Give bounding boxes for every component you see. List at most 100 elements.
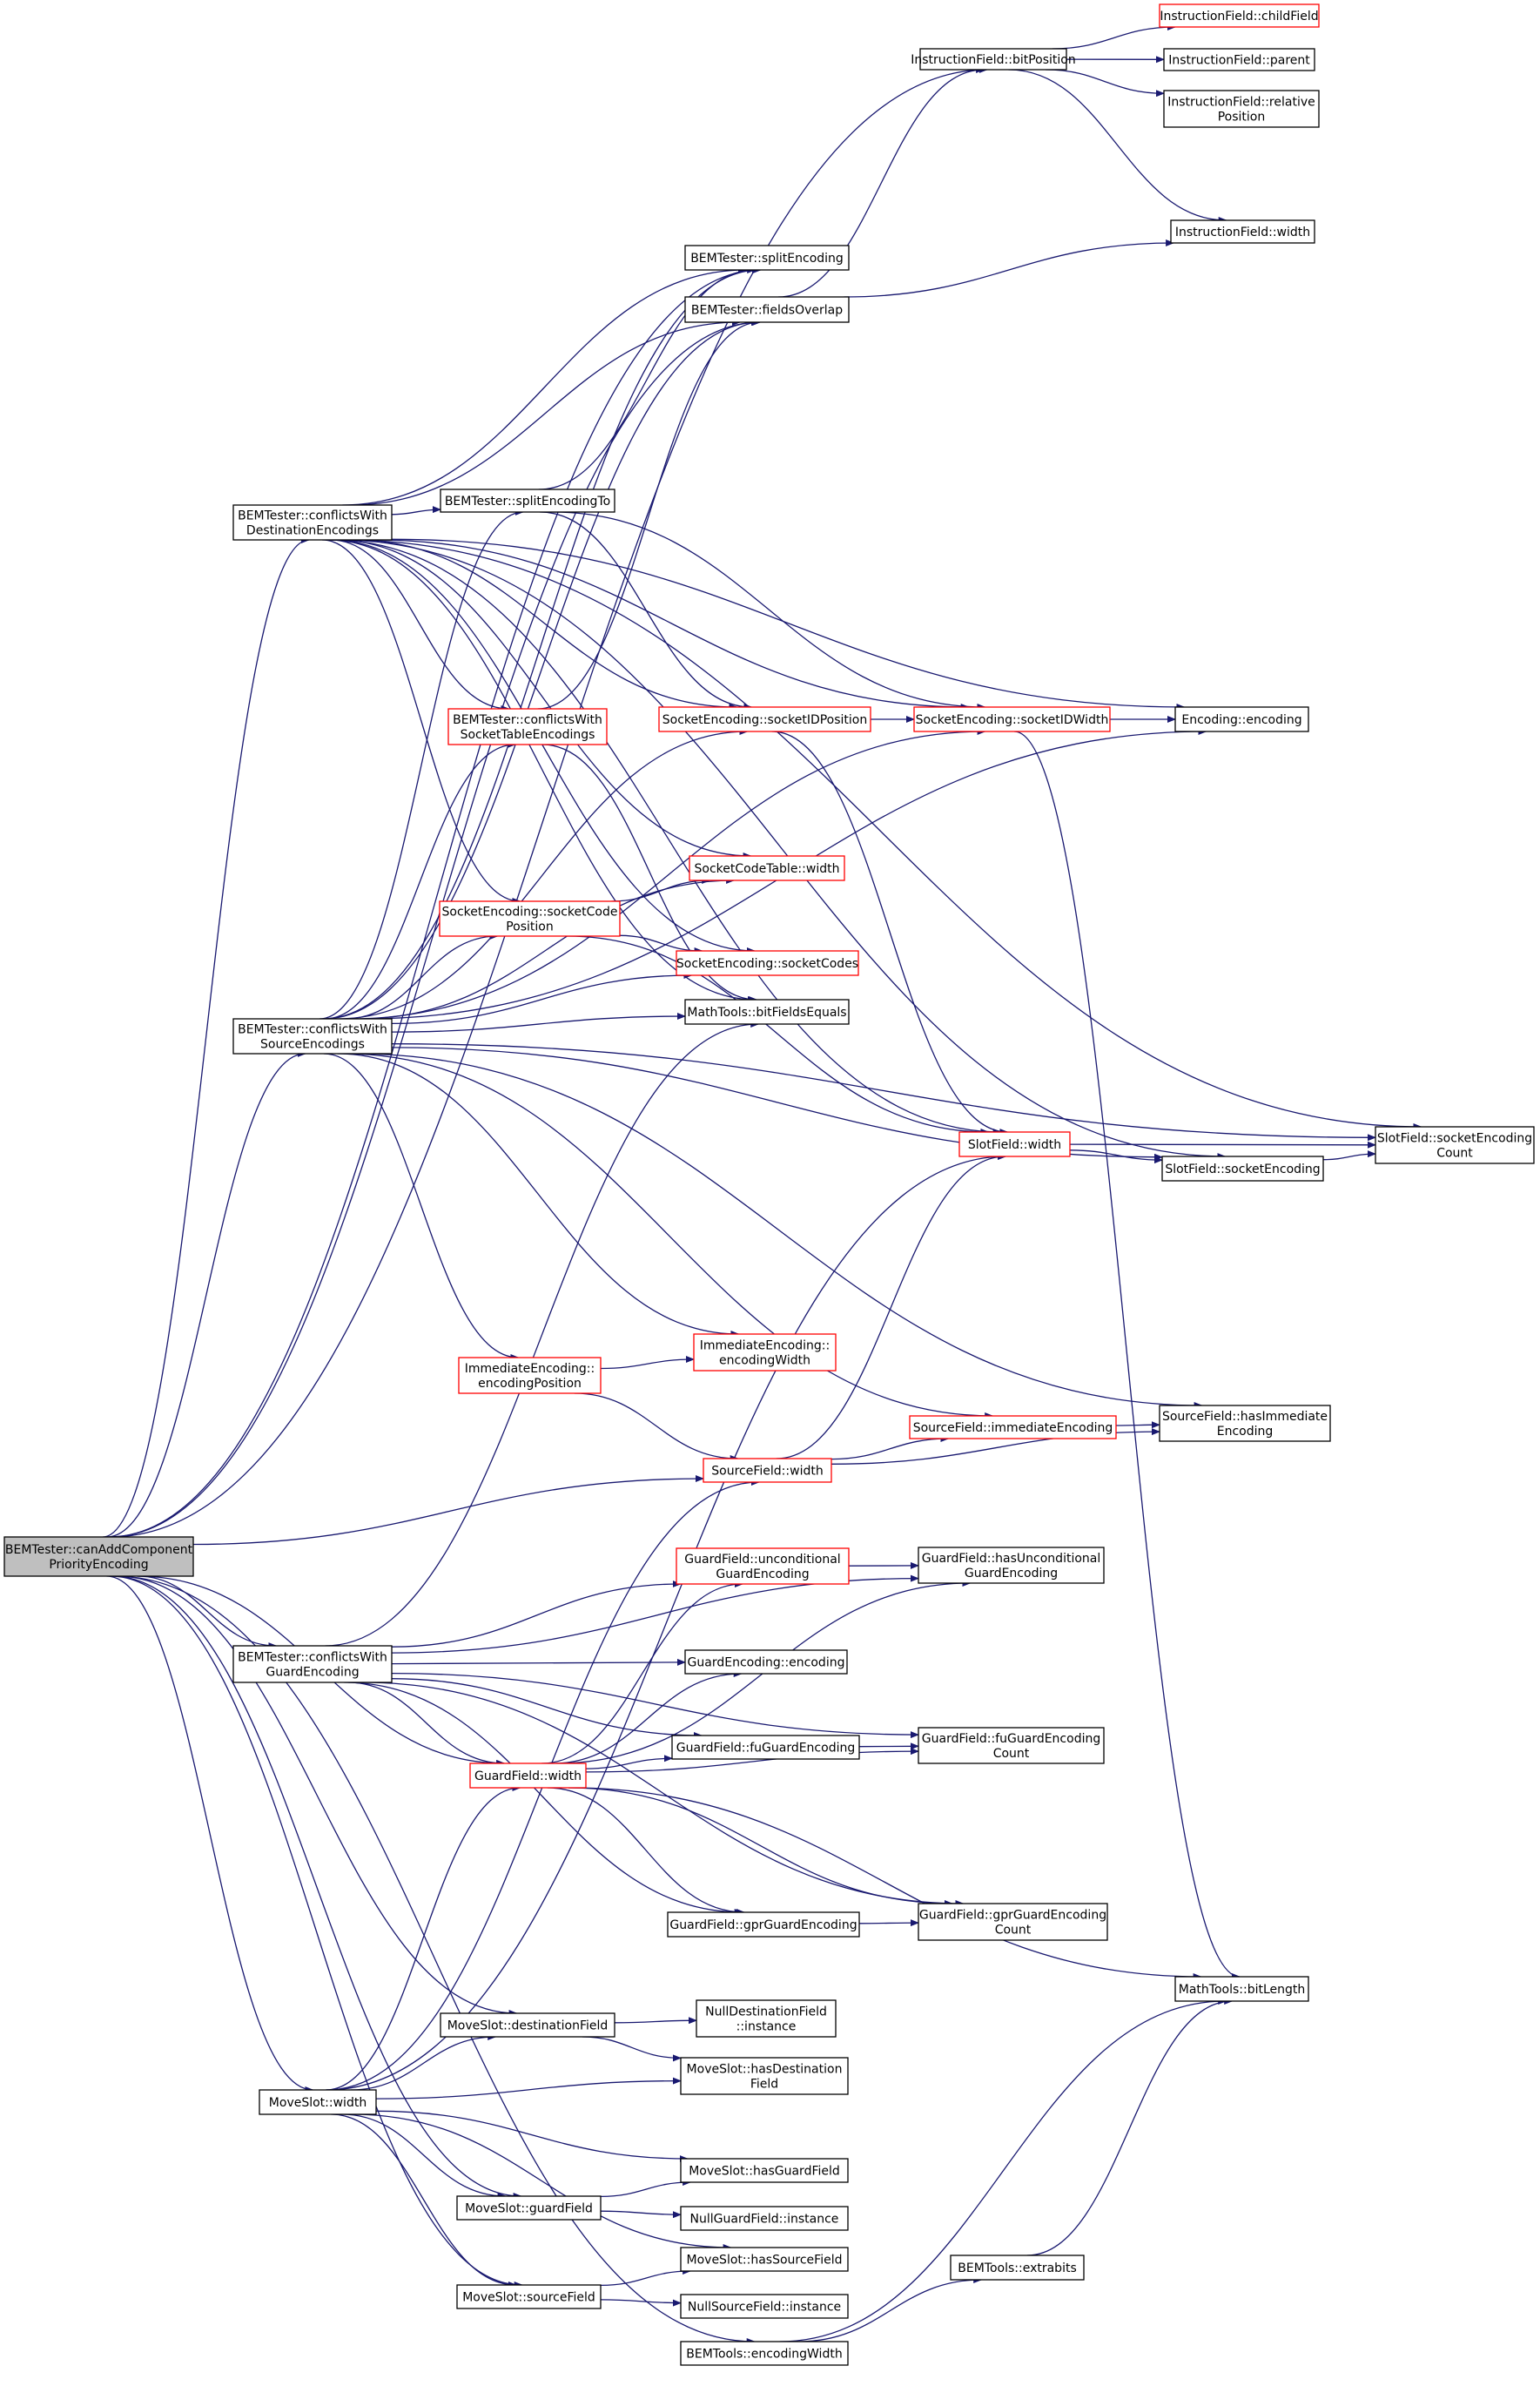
graph-node-msHSF[interactable]: MoveSlot::hasSourceField: [680, 2247, 849, 2272]
graph-node-seCodes[interactable]: SocketEncoding::socketCodes: [676, 950, 859, 976]
graph-node-msHGF[interactable]: MoveSlot::hasGuardField: [680, 2158, 849, 2183]
node-box[interactable]: [259, 2089, 377, 2115]
graph-node-cwSocket[interactable]: BEMTester::conflictsWithSocketTableEncod…: [447, 708, 608, 745]
graph-node-gfFu[interactable]: GuardField::fuGuardEncoding: [671, 1735, 860, 1760]
node-box[interactable]: [440, 2012, 615, 2038]
node-box[interactable]: [680, 2158, 849, 2183]
node-box[interactable]: [1161, 1156, 1324, 1182]
graph-node-msW[interactable]: MoveSlot::width: [259, 2089, 377, 2115]
graph-node-gfGpr[interactable]: GuardField::gprGuardEncoding: [667, 1911, 860, 1938]
node-box[interactable]: [684, 296, 850, 323]
graph-node-overlap[interactable]: BEMTester::fieldsOverlap: [684, 296, 850, 323]
node-box[interactable]: [439, 900, 621, 937]
node-box[interactable]: [919, 48, 1067, 71]
graph-node-ifParent[interactable]: InstructionField::parent: [1163, 48, 1315, 71]
node-box[interactable]: [918, 1903, 1108, 1941]
graph-node-sfW[interactable]: SlotField::width: [958, 1131, 1071, 1157]
node-box[interactable]: [1163, 48, 1315, 71]
node-box[interactable]: [680, 2206, 849, 2231]
node-box[interactable]: [680, 2057, 849, 2095]
graph-node-nsfI[interactable]: NullSourceField::instance: [680, 2294, 849, 2319]
graph-node-ngfI[interactable]: NullGuardField::instance: [680, 2206, 849, 2231]
graph-node-srcIE[interactable]: SourceField::immediateEncoding: [909, 1415, 1117, 1439]
node-box[interactable]: [1159, 1405, 1331, 1442]
node-box[interactable]: [684, 245, 850, 271]
node-box[interactable]: [909, 1415, 1117, 1439]
node-box[interactable]: [1174, 706, 1309, 732]
node-box[interactable]: [447, 708, 608, 745]
node-box[interactable]: [684, 1649, 848, 1675]
graph-node-ifWidth[interactable]: InstructionField::width: [1170, 219, 1315, 244]
node-box[interactable]: [918, 1547, 1105, 1584]
graph-node-splitTo[interactable]: BEMTester::splitEncodingTo: [440, 489, 615, 513]
node-box[interactable]: [680, 2247, 849, 2272]
node-box[interactable]: [232, 504, 393, 541]
graph-node-geEnc[interactable]: GuardEncoding::encoding: [684, 1649, 848, 1675]
graph-node-cwDest[interactable]: BEMTester::conflictsWithDestinationEncod…: [232, 504, 393, 541]
graph-node-sfSE[interactable]: SlotField::socketEncoding: [1161, 1156, 1324, 1182]
node-box[interactable]: [671, 1735, 860, 1760]
node-box[interactable]: [458, 1357, 602, 1394]
node-box[interactable]: [680, 2341, 849, 2366]
graph-node-sctW[interactable]: SocketCodeTable::width: [689, 855, 845, 881]
graph-node-ieEP[interactable]: ImmediateEncoding::encodingPosition: [458, 1357, 602, 1394]
node-box[interactable]: [676, 950, 859, 976]
node-box[interactable]: [689, 855, 845, 881]
graph-node-bemEW[interactable]: BEMTools::encodingWidth: [680, 2341, 849, 2366]
node-box[interactable]: [1375, 1126, 1535, 1164]
graph-node-split[interactable]: BEMTester::splitEncoding: [684, 245, 850, 271]
node-box[interactable]: [913, 706, 1111, 732]
graph-node-ieEW[interactable]: ImmediateEncoding::encodingWidth: [693, 1333, 837, 1372]
graph-node-srcW[interactable]: SourceField::width: [703, 1458, 832, 1483]
graph-node-msDF[interactable]: MoveSlot::destinationField: [440, 2012, 615, 2038]
node-box[interactable]: [958, 1131, 1071, 1157]
graph-node-root[interactable]: BEMTester::canAddComponentPriorityEncodi…: [3, 1536, 194, 1577]
node-box[interactable]: [950, 2255, 1085, 2281]
graph-node-gfW[interactable]: GuardField::width: [469, 1763, 587, 1789]
node-box[interactable]: [684, 999, 850, 1025]
graph-node-gfHUGE[interactable]: GuardField::hasUnconditionalGuardEncodin…: [918, 1547, 1105, 1584]
node-box[interactable]: [456, 2284, 602, 2309]
node-box[interactable]: [703, 1458, 832, 1483]
graph-node-mtBL[interactable]: MathTools::bitLength: [1174, 1976, 1309, 2002]
graph-node-seIdW[interactable]: SocketEncoding::socketIDWidth: [913, 706, 1111, 732]
call-edge-root-to-overlap: [109, 319, 762, 1538]
node-box[interactable]: [469, 1763, 587, 1789]
node-box[interactable]: [676, 1547, 850, 1585]
graph-node-ifBitPos[interactable]: InstructionField::bitPosition: [911, 48, 1076, 71]
node-box[interactable]: [3, 1536, 194, 1577]
node-box[interactable]: [232, 1018, 393, 1055]
node-box[interactable]: [1174, 1976, 1309, 2002]
node-box[interactable]: [667, 1911, 860, 1938]
node-box[interactable]: [696, 1999, 837, 2038]
graph-node-ifChild[interactable]: InstructionField::childField: [1159, 3, 1320, 28]
graph-node-bemEx[interactable]: BEMTools::extrabits: [950, 2255, 1085, 2281]
graph-node-msSF[interactable]: MoveSlot::sourceField: [456, 2284, 602, 2309]
graph-node-ndfI[interactable]: NullDestinationField::instance: [696, 1999, 837, 2038]
graph-node-msGF[interactable]: MoveSlot::guardField: [456, 2195, 602, 2221]
node-box[interactable]: [693, 1333, 837, 1372]
graph-node-mtEq[interactable]: MathTools::bitFieldsEquals: [684, 999, 850, 1025]
node-box[interactable]: [232, 1645, 393, 1683]
node-box[interactable]: [456, 2195, 602, 2221]
node-box[interactable]: [680, 2294, 849, 2319]
graph-node-encEnc[interactable]: Encoding::encoding: [1174, 706, 1309, 732]
graph-node-seIdPos[interactable]: SocketEncoding::socketIDPosition: [658, 706, 871, 732]
node-box[interactable]: [658, 706, 871, 732]
node-box[interactable]: [1170, 219, 1315, 244]
node-box[interactable]: [1159, 3, 1320, 28]
node-box[interactable]: [1163, 90, 1320, 128]
node-box[interactable]: [918, 1727, 1105, 1764]
node-box[interactable]: [440, 489, 615, 513]
